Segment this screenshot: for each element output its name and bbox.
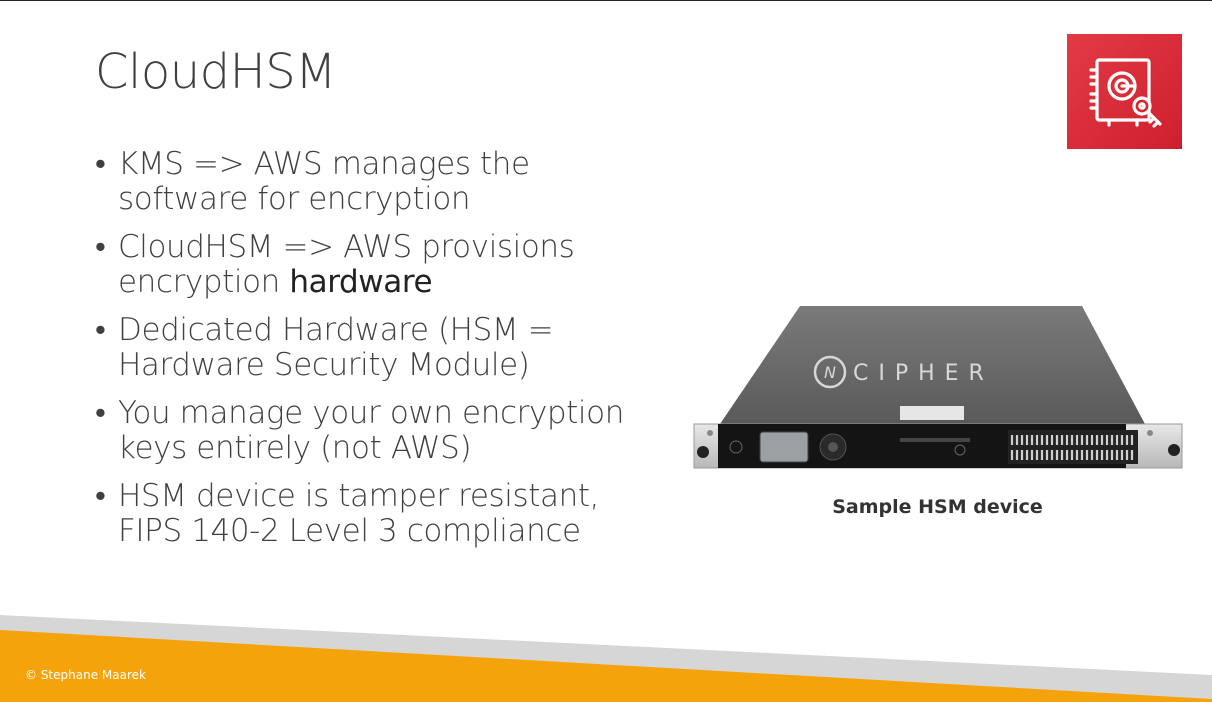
bullet-emphasis: hardware <box>289 264 433 300</box>
bullet-text: HSM device is tamper resistant, FIPS 140… <box>118 478 600 549</box>
hsm-device-image: N CIPHER <box>690 300 1185 480</box>
safe-key-icon <box>1089 58 1162 128</box>
bullet-text: You manage your own encryption keys enti… <box>118 395 624 466</box>
bullet-dot: • <box>95 312 106 348</box>
image-caption: Sample HSM device <box>832 496 1043 518</box>
slide-title: CloudHSM <box>95 44 337 100</box>
cloudhsm-logo <box>1067 34 1182 149</box>
bullet-dot: • <box>95 395 106 431</box>
bullet-list: • KMS => AWS manages the software for enc… <box>95 147 665 562</box>
bullet-text: Dedicated Hardware (HSM = Hardware Secur… <box>118 312 554 383</box>
bullet-item: • You manage your own encryption keys ent… <box>95 396 665 466</box>
bullet-item: • KMS => AWS manages the software for enc… <box>95 147 665 217</box>
top-rule <box>0 0 1212 1</box>
bullet-item: • CloudHSM => AWS provisions encryption h… <box>95 230 665 300</box>
bullet-dot: • <box>95 478 106 514</box>
footer-band <box>0 600 1212 702</box>
copyright-text: © Stephane Maarek <box>25 668 146 682</box>
bullet-item: • Dedicated Hardware (HSM = Hardware Secu… <box>95 313 665 383</box>
bullet-dot: • <box>95 146 106 182</box>
bullet-dot: • <box>95 229 106 265</box>
device-brand: CIPHER <box>853 361 994 386</box>
bullet-text: KMS => AWS manages the software for encr… <box>118 146 530 217</box>
device-brand-mark: N <box>824 363 836 382</box>
bullet-text: CloudHSM => AWS provisions encryption <box>118 229 575 300</box>
bullet-item: • HSM device is tamper resistant, FIPS 14… <box>95 479 665 549</box>
